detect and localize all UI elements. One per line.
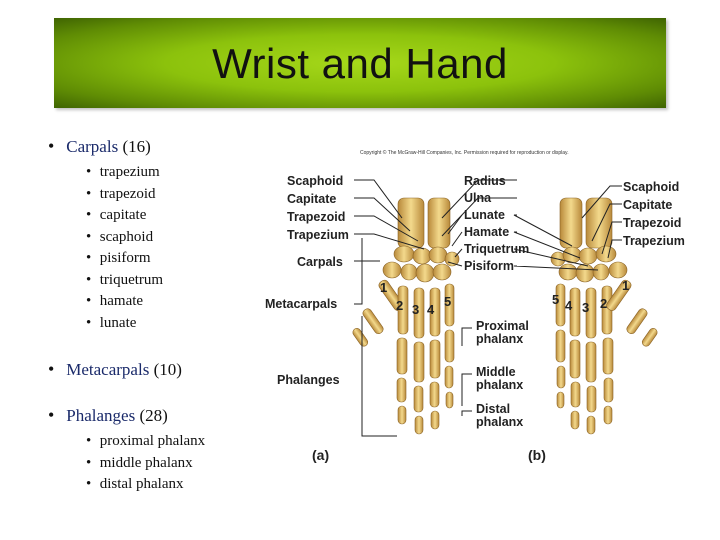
label-triquetrum: Triquetrum (464, 243, 529, 256)
bullet-count: (10) (154, 360, 182, 379)
bullet-dot: • (48, 405, 62, 426)
label-capitate-a: Capitate (287, 193, 336, 206)
metacarpal-number-b-1: 1 (622, 278, 629, 293)
bullet-term: Carpals (66, 137, 118, 156)
title-bar: Wrist and Hand (54, 18, 666, 108)
label-metacarpals: Metacarpals (265, 298, 337, 311)
label-trapezoid-b: Trapezoid (623, 217, 681, 230)
label-carpals: Carpals (297, 256, 343, 269)
label-trapezium-b: Trapezium (623, 235, 685, 248)
label-phalanges: Phalanges (277, 374, 340, 387)
label-hamate: Hamate (464, 226, 509, 239)
panel-label-a: (a) (312, 448, 329, 462)
metacarpal-number-a-2: 2 (396, 298, 403, 313)
label-scaphoid-a: Scaphoid (287, 175, 343, 188)
list-item: • lunate (86, 315, 136, 332)
list-item: • capitate (86, 207, 146, 224)
metacarpal-number-a-4: 4 (427, 302, 434, 317)
bullet-metacarpals: • Metacarpals (10) (48, 359, 182, 380)
bullet-dot: • (48, 136, 62, 157)
list-item: • proximal phalanx (86, 433, 205, 450)
hand-skeleton-figure: Copyright © The McGraw-Hill Companies, I… (262, 146, 702, 476)
list-item: • distal phalanx (86, 476, 183, 493)
bullet-term: Metacarpals (66, 360, 149, 379)
list-item: • trapezoid (86, 186, 156, 203)
list-item: • pisiform (86, 250, 151, 267)
metacarpal-number-b-3: 3 (582, 300, 589, 315)
bullet-term: Phalanges (66, 406, 135, 425)
metacarpal-number-b-5: 5 (552, 292, 559, 307)
list-item: • scaphoid (86, 229, 153, 246)
label-middle-phalanx: Middle phalanx (476, 366, 546, 391)
page-title: Wrist and Hand (54, 40, 666, 88)
label-trapezoid-a: Trapezoid (287, 211, 345, 224)
bullet-count: (16) (122, 137, 150, 156)
label-pisiform: Pisiform (464, 260, 514, 273)
bullet-carpals: • Carpals (16) (48, 136, 151, 157)
label-scaphoid-b: Scaphoid (623, 181, 679, 194)
metacarpal-number-a-3: 3 (412, 302, 419, 317)
list-item: • hamate (86, 293, 143, 310)
metacarpal-number-b-4: 4 (565, 298, 572, 313)
panel-label-b: (b) (528, 448, 546, 462)
label-trapezium-a: Trapezium (287, 229, 349, 242)
label-capitate-b: Capitate (623, 199, 672, 212)
label-distal-phalanx: Distal phalanx (476, 403, 546, 428)
metacarpal-number-a-1: 1 (380, 280, 387, 295)
copyright-notice: Copyright © The McGraw-Hill Companies, I… (360, 150, 569, 156)
list-item: • triquetrum (86, 272, 163, 289)
label-proximal-phalanx: Proximal phalanx (476, 320, 546, 345)
label-lunate: Lunate (464, 209, 505, 222)
metacarpal-number-a-5: 5 (444, 294, 451, 309)
metacarpal-number-b-2: 2 (600, 296, 607, 311)
label-ulna: Ulna (464, 192, 491, 205)
bullet-phalanges: • Phalanges (28) (48, 405, 168, 426)
bullet-count: (28) (139, 406, 167, 425)
list-item: • middle phalanx (86, 455, 193, 472)
bullet-dot: • (48, 359, 62, 380)
label-radius: Radius (464, 175, 506, 188)
list-item: • trapezium (86, 164, 160, 181)
